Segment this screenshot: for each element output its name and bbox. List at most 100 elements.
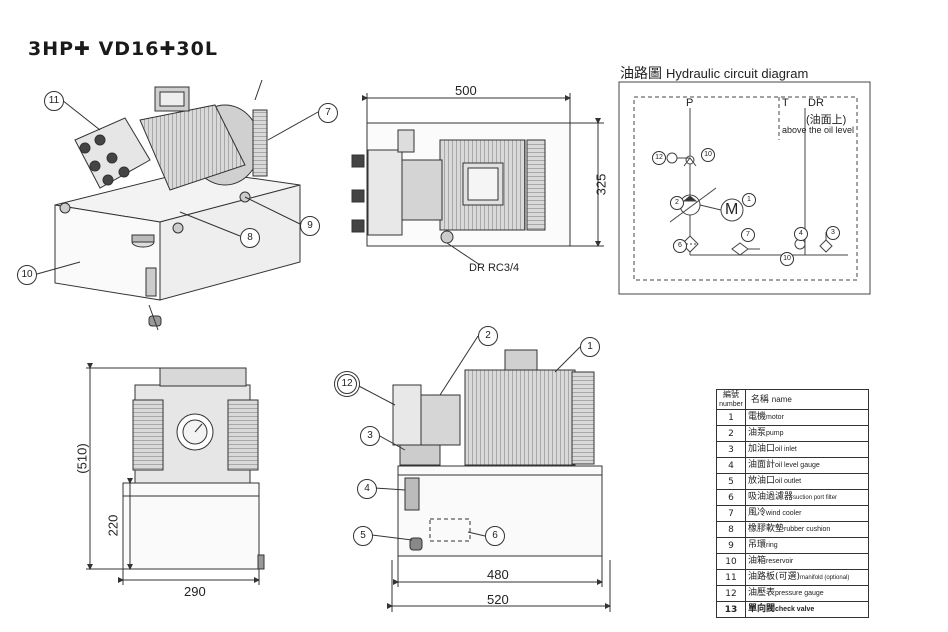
circuit-callout-10b: 10 — [780, 252, 794, 266]
row-name-en: check valve — [775, 606, 815, 613]
circuit-callout-2: 2 — [670, 196, 684, 210]
row-name: 油箱reservoir — [745, 553, 869, 570]
front-manifold — [392, 384, 422, 446]
header-name-en: name — [771, 394, 792, 404]
front-pump — [419, 394, 461, 446]
circuit-callout-6: 6 — [673, 239, 687, 253]
front-cooler — [571, 371, 595, 465]
circuit-callout-10: 10 — [701, 148, 715, 162]
side-view — [86, 363, 265, 585]
row-name-en: suction port filter — [793, 495, 838, 501]
hydraulic-circuit-diagram — [618, 81, 871, 295]
row-number: 10 — [716, 553, 746, 570]
circuit-motor-label: M — [725, 201, 739, 218]
front-motor — [464, 369, 576, 466]
row-number: 8 — [716, 521, 746, 538]
front-callout-3: 3 — [360, 426, 380, 446]
row-number: 1 — [716, 409, 746, 426]
row-name-zh: 油面計 — [748, 460, 776, 470]
iso-motor-body — [139, 104, 246, 191]
iso-level-gauge — [145, 267, 157, 297]
row-name-en: reservoir — [766, 558, 794, 565]
row-name: 放油口oil outlet — [745, 473, 869, 490]
port-p-label: P — [686, 97, 694, 109]
dim-tank-height: 220 — [105, 514, 121, 537]
row-name: 電機motor — [745, 409, 869, 426]
row-name-en: pressure gauge — [775, 590, 824, 597]
row-name-zh: 橡膠軟墊 — [748, 524, 785, 534]
row-name-zh: 油壓表 — [748, 588, 776, 598]
row-name-zh: 油路板(可選) — [748, 572, 801, 582]
circuit-callout-3: 3 — [826, 226, 840, 240]
row-name-zh: 吸油過濾器 — [748, 492, 794, 502]
iso-tank-front — [54, 204, 161, 301]
header-number-zh: 編號 — [723, 390, 739, 399]
row-number: 7 — [716, 505, 746, 522]
front-view — [354, 335, 611, 612]
row-name: 吊環ring — [745, 537, 869, 554]
top-manifold — [367, 149, 403, 236]
row-number: 3 — [716, 441, 746, 458]
dim-top-width: 500 — [455, 83, 477, 98]
row-name: 吸油過濾器suction port filter — [745, 489, 869, 506]
isometric-view — [36, 79, 319, 331]
row-name-zh: 放油口 — [748, 476, 776, 486]
row-number: 6 — [716, 489, 746, 506]
iso-callout-10: 10 — [17, 265, 37, 285]
iso-callout-8: 8 — [240, 228, 260, 248]
circuit-callout-12: 12 — [652, 151, 666, 165]
top-pump — [401, 159, 443, 221]
iso-callout-9: 9 — [300, 216, 320, 236]
model-title: 3HP✚ VD16✚30L — [28, 38, 218, 60]
row-number: 13 — [716, 601, 746, 618]
front-callout-5: 5 — [353, 526, 373, 546]
row-name: 風冷wind cooler — [745, 505, 869, 522]
row-name: 油泵pump — [745, 425, 869, 442]
header-name: 名稱 name — [745, 389, 869, 410]
dr-note-zh: (油面上) — [806, 114, 847, 126]
row-number: 9 — [716, 537, 746, 554]
row-name-zh: 吊環 — [748, 540, 767, 550]
row-name-zh: 油泵 — [748, 428, 767, 438]
row-name: 單向閥check valve — [745, 601, 869, 618]
row-name-zh: 加油口 — [748, 444, 776, 454]
header-name-zh: 名稱 — [750, 394, 769, 405]
row-name: 油壓表pressure gauge — [745, 585, 869, 602]
row-number: 12 — [716, 585, 746, 602]
row-name-en: oil level gauge — [775, 462, 820, 469]
row-name-en: motor — [766, 414, 784, 421]
top-cooler — [526, 139, 546, 231]
row-number: 11 — [716, 569, 746, 586]
dr-note-en: above the oil level — [782, 125, 855, 135]
dim-front-inner: 480 — [487, 567, 509, 582]
circuit-title-en: Hydraulic circuit diagram — [666, 66, 809, 81]
row-name-en: ring — [766, 542, 778, 549]
row-number: 2 — [716, 425, 746, 442]
dim-front-outer: 520 — [487, 592, 509, 607]
dim-top-depth: 325 — [593, 173, 609, 196]
port-t-label: T — [782, 97, 789, 109]
circuit-callout-1: 1 — [742, 193, 756, 207]
row-name-en: wind cooler — [766, 510, 802, 517]
iso-cooler — [252, 109, 268, 177]
circuit-callout-7: 7 — [741, 228, 755, 242]
row-name-en: oil inlet — [775, 446, 797, 453]
row-name-en: rubber cushion — [784, 526, 831, 533]
row-name-zh: 風冷 — [748, 508, 767, 518]
row-name: 加油口oil inlet — [745, 441, 869, 458]
iso-callout-7: 7 — [318, 103, 338, 123]
row-name-en: pump — [766, 430, 784, 437]
row-name: 橡膠軟墊rubber cushion — [745, 521, 869, 538]
